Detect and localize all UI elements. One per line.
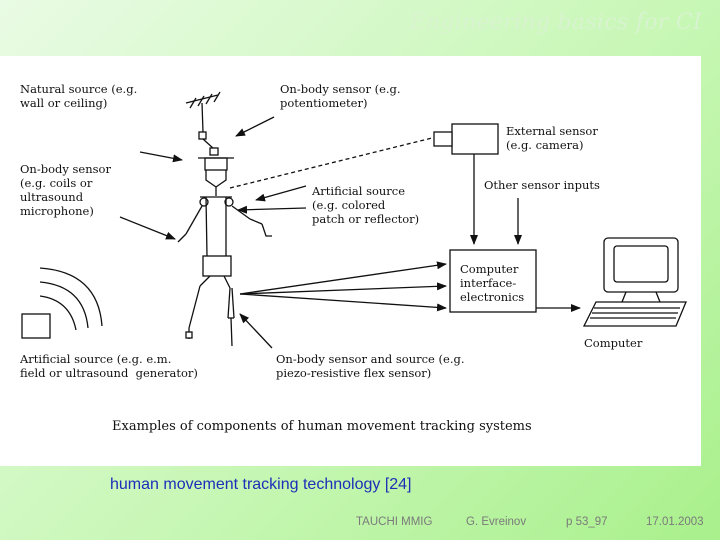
- label-other-sensor-inputs: Other sensor inputs: [484, 178, 600, 192]
- footer-author: G. Evreinov: [466, 516, 527, 528]
- label-computer-interface: Computer interface- electronics: [460, 262, 525, 304]
- figure-caption: human movement tracking technology [24]: [110, 476, 412, 493]
- label-onbody-sensor-left: On-body sensor (e.g. coils or ultrasound…: [20, 162, 111, 218]
- ceiling-source-icon: [185, 91, 221, 109]
- label-natural-source: Natural source (e.g. wall or ceiling): [20, 82, 138, 110]
- label-computer: Computer: [584, 336, 643, 350]
- label-artificial-source-mid: Artificial source (e.g. colored patch or…: [312, 184, 420, 226]
- human-figure-icon: [177, 157, 272, 347]
- footer-page: p 53_97: [566, 516, 608, 528]
- interface-box: [449, 249, 537, 313]
- footer-date: 17.01.2003: [646, 516, 704, 528]
- footer-org: TAUCHI MMIG: [356, 516, 433, 528]
- field-generator-icon: [21, 267, 103, 339]
- label-onbody-sensor-bottom: On-body sensor and source (e.g. piezo-re…: [276, 352, 465, 380]
- label-external-sensor: External sensor (e.g. camera): [506, 124, 598, 152]
- computer-icon: [582, 237, 687, 327]
- diagram-drawing: [21, 91, 687, 349]
- camera-icon: [433, 123, 499, 155]
- label-artificial-source-bottom: Artificial source (e.g. e.m. field or ul…: [20, 352, 198, 380]
- slide-title: Engineering basics for CI: [409, 10, 702, 35]
- diagram-heading: Examples of components of human movement…: [112, 419, 532, 434]
- diagram-figure: Natural source (e.g. wall or ceiling) On…: [0, 56, 701, 466]
- label-onbody-sensor-top: On-body sensor (e.g. potentiometer): [280, 82, 401, 110]
